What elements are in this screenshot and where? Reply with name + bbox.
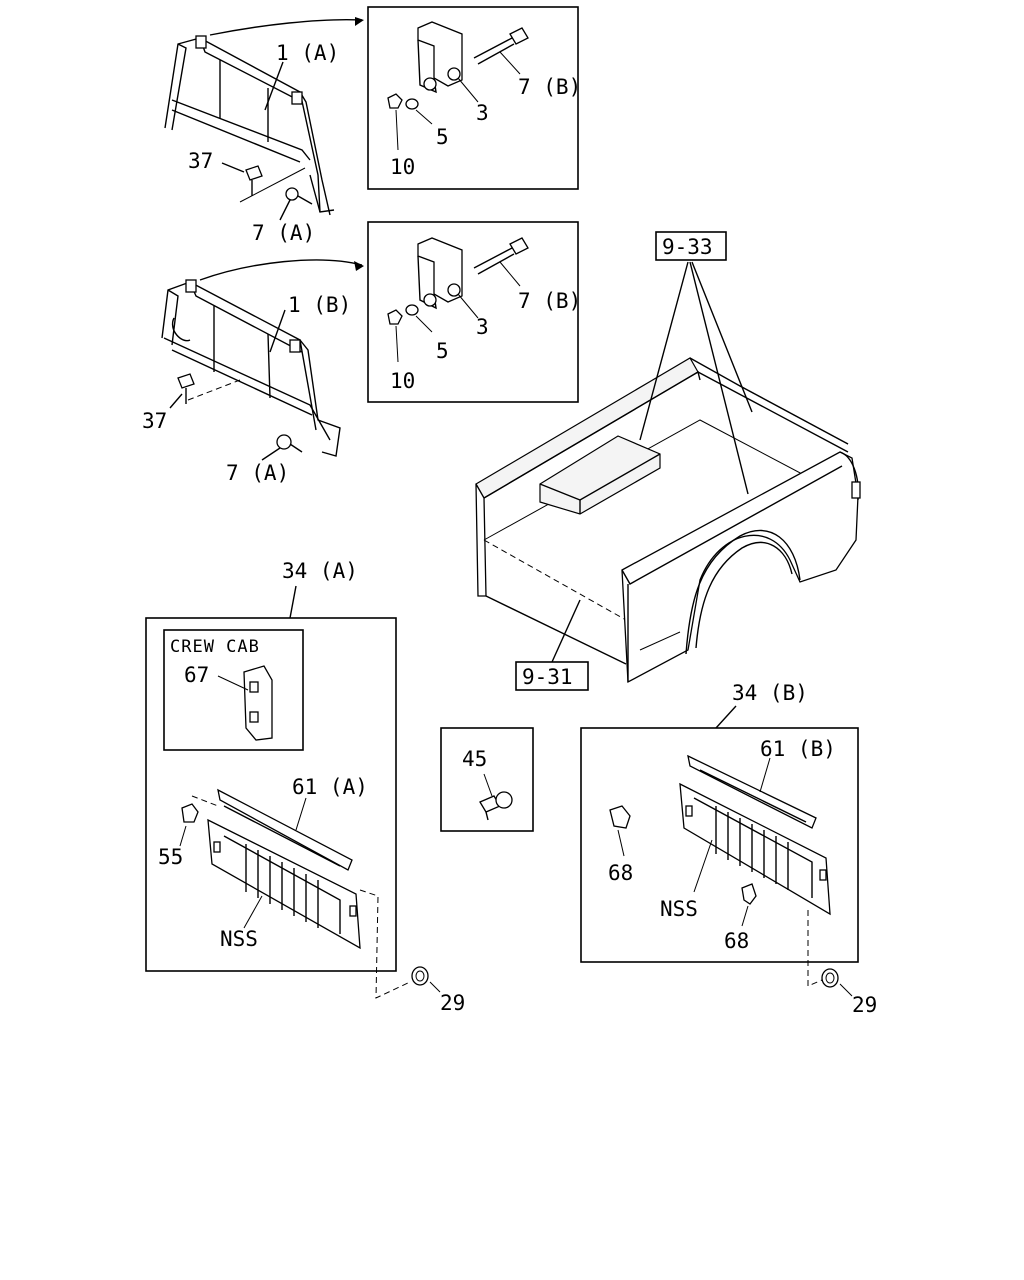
label-68-lower: 68 (724, 929, 749, 953)
bracket-3-mid (417, 237, 479, 319)
bolt-7b-top (473, 27, 529, 75)
clip-68-lower (741, 883, 757, 927)
label-45: 45 (462, 747, 487, 771)
label-10-mid: 10 (390, 369, 415, 393)
label-37-top: 37 (188, 149, 213, 173)
label-7a-top: 7 (A) (252, 221, 315, 245)
bolt-7b-mid (473, 237, 529, 287)
tailgate-panel-right (679, 782, 831, 916)
trim-61b (687, 754, 817, 829)
bolt-37-top (221, 162, 306, 203)
detail-box-mid (367, 221, 579, 403)
washer-5-top (405, 98, 433, 125)
fastener-45 (479, 773, 513, 821)
rack-1b (161, 259, 364, 457)
clip-55 (179, 795, 219, 847)
label-3-top: 3 (476, 101, 489, 125)
washer-5-mid (405, 304, 433, 333)
nut-10-mid (387, 309, 403, 363)
label-68-upper: 68 (608, 861, 633, 885)
label-nss-right: NSS (660, 897, 698, 921)
leader-9-31 (551, 599, 581, 663)
label-7a-mid: 7 (A) (226, 461, 289, 485)
label-55: 55 (158, 845, 183, 869)
grommet-29-left (359, 889, 441, 999)
clip-68-upper (609, 805, 631, 857)
label-crew-cab: CREW CAB (170, 637, 260, 657)
box-34b (580, 727, 859, 963)
nut-10-top (387, 93, 403, 151)
box-45 (440, 727, 534, 832)
label-7b-top: 7 (B) (518, 75, 581, 99)
label-10-top: 10 (390, 155, 415, 179)
label-34b: 34 (B) (732, 681, 808, 705)
box-34a (145, 617, 397, 972)
plate-67 (217, 665, 273, 741)
label-9-33: 9-33 (662, 235, 713, 259)
label-1a: 1 (A) (276, 41, 339, 65)
label-7b-mid: 7 (B) (518, 289, 581, 313)
label-29-right: 29 (852, 993, 877, 1017)
bracket-3-top (417, 21, 479, 103)
bolt-7a-mid (261, 434, 303, 461)
bolt-7a-top (279, 187, 313, 221)
label-5-mid: 5 (436, 339, 449, 363)
label-nss-left: NSS (220, 927, 258, 951)
label-5-top: 5 (436, 125, 449, 149)
grommet-29-right (807, 910, 853, 997)
leader-9-33 (639, 261, 753, 495)
label-1b: 1 (B) (288, 293, 351, 317)
callout-box-9-33 (655, 231, 727, 261)
trim-61a (217, 788, 353, 871)
label-61a: 61 (A) (292, 775, 368, 799)
truck-bed (475, 357, 861, 684)
label-34a: 34 (A) (282, 559, 358, 583)
label-29-left: 29 (440, 991, 465, 1015)
label-9-31: 9-31 (522, 665, 573, 689)
label-67: 67 (184, 663, 209, 687)
label-3-mid: 3 (476, 315, 489, 339)
bolt-37-mid (169, 373, 241, 409)
label-37-mid: 37 (142, 409, 167, 433)
detail-box-top (367, 6, 579, 190)
crew-cab-box (163, 629, 304, 751)
tailgate-panel-left (207, 818, 361, 950)
rack-1a (164, 17, 364, 216)
label-61b: 61 (B) (760, 737, 836, 761)
